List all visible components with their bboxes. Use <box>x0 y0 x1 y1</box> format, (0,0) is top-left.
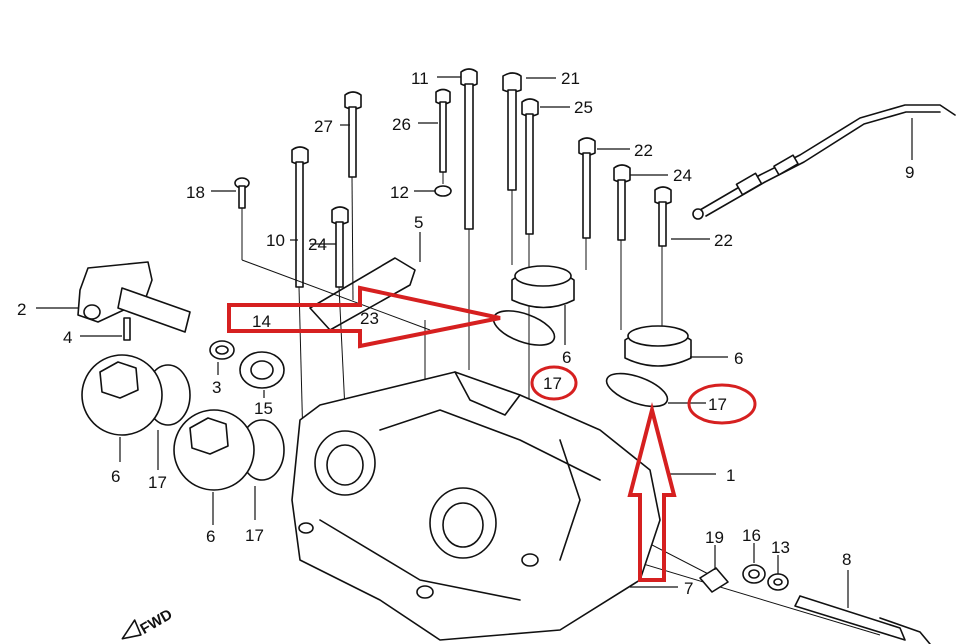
label-17-left-bottom: 17 <box>245 526 264 545</box>
red-arrow-up <box>627 402 677 582</box>
label-6-right-bottom: 6 <box>734 349 743 368</box>
tappet-cover-6-right-bottom <box>624 325 692 367</box>
o-ring-17-upper <box>492 310 556 346</box>
bolt-22a <box>578 137 596 239</box>
label-9: 9 <box>905 163 914 182</box>
bracket-5 <box>309 257 416 331</box>
washer-12 <box>434 185 452 197</box>
tappet-cover-6-left-bottom <box>173 409 285 491</box>
red-annotations <box>227 285 757 582</box>
cylinder-head-cover-1 <box>291 371 661 641</box>
bolt-group <box>234 68 672 288</box>
bolt-25 <box>521 98 539 235</box>
label-17-left-top: 17 <box>148 473 167 492</box>
label-11: 11 <box>411 69 429 88</box>
fwd-indicator: FWD <box>121 606 176 640</box>
label-16: 16 <box>742 526 761 545</box>
clip-3 <box>209 340 235 360</box>
label-6-left-bottom: 6 <box>206 527 215 546</box>
label-13: 13 <box>771 538 790 557</box>
red-circle-17-upper <box>530 365 578 401</box>
red-circle-17-lower <box>687 383 757 425</box>
label-5: 5 <box>414 213 423 232</box>
bolt-10 <box>291 146 309 288</box>
bolt-24a <box>613 164 631 241</box>
bolt-21 <box>502 72 522 191</box>
bolt-24b <box>331 206 349 288</box>
part-labels: 11 21 25 27 26 22 24 22 9 18 12 10 24 5 … <box>17 69 914 598</box>
label-17-right-upper: 17 <box>543 374 562 393</box>
label-23: 23 <box>360 309 379 328</box>
label-10: 10 <box>266 231 285 250</box>
cap-15 <box>239 351 285 389</box>
label-27: 27 <box>314 117 333 136</box>
label-14: 14 <box>252 312 271 331</box>
leader-lines <box>36 76 913 608</box>
bolt-22b <box>654 186 672 247</box>
red-arrow-right <box>227 285 501 349</box>
label-12: 12 <box>390 183 409 202</box>
label-22-top: 22 <box>634 141 653 160</box>
bolt-11 <box>460 68 478 230</box>
o-ring-17-lower <box>605 372 669 408</box>
screw-19 <box>699 567 729 593</box>
rod-8 <box>794 595 931 644</box>
label-26: 26 <box>392 115 411 134</box>
label-3: 3 <box>212 378 221 397</box>
label-4: 4 <box>63 328 72 347</box>
bolt-27 <box>344 91 362 178</box>
label-6-right-top: 6 <box>562 348 571 367</box>
washer-13 <box>767 573 789 591</box>
nut-16 <box>742 564 766 584</box>
label-24-top: 24 <box>673 166 692 185</box>
cable-9 <box>692 104 956 220</box>
screw-18 <box>234 177 250 209</box>
fwd-label: FWD <box>137 606 175 638</box>
tappet-cover-6-left-top <box>81 354 191 436</box>
label-17-right-lower: 17 <box>708 395 727 414</box>
label-2: 2 <box>17 300 26 319</box>
label-22-right: 22 <box>714 231 733 250</box>
label-8: 8 <box>842 550 851 569</box>
label-15: 15 <box>254 399 273 418</box>
label-21: 21 <box>561 69 580 88</box>
label-19: 19 <box>705 528 724 547</box>
tappet-cover-6-right-top <box>511 265 575 309</box>
label-1: 1 <box>726 466 735 485</box>
pin-4 <box>123 317 131 341</box>
bolt-26 <box>435 88 451 173</box>
label-6-left-top: 6 <box>111 467 120 486</box>
breather-pipe-2 <box>77 261 191 333</box>
label-25: 25 <box>574 98 593 117</box>
label-7: 7 <box>684 579 693 598</box>
label-18: 18 <box>186 183 205 202</box>
label-24-left: 24 <box>308 235 327 254</box>
